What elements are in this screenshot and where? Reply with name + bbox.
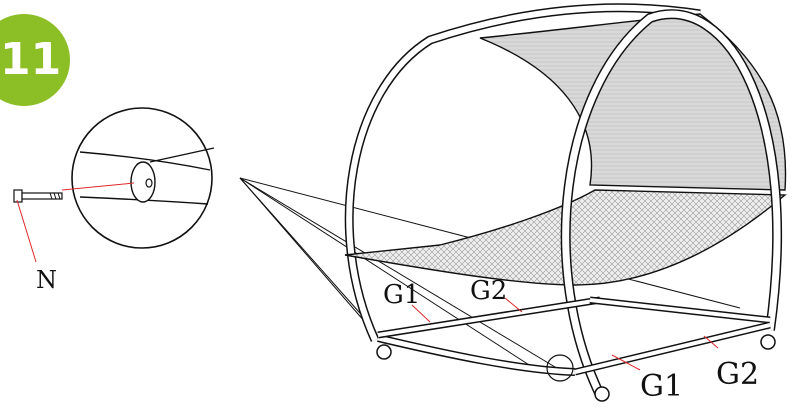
front-hoop	[560, 9, 782, 398]
n-leader	[16, 199, 37, 263]
rear-hoop	[344, 3, 701, 342]
pointer-lines	[239, 177, 741, 373]
g-leaders	[411, 297, 719, 371]
bolt-n	[13, 189, 63, 203]
detail-leader	[61, 182, 135, 191]
label-n: N	[36, 266, 57, 294]
detail-magnifier	[71, 107, 215, 249]
canopy	[479, 13, 787, 191]
label-g2-left: G2	[470, 276, 508, 306]
label-g1-right: G1	[640, 369, 684, 404]
label-g2-right: G2	[716, 357, 760, 392]
joint-circle	[546, 354, 574, 382]
frame-feet	[376, 334, 776, 402]
label-g1-left: G1	[383, 280, 421, 310]
base-rails	[377, 296, 771, 376]
